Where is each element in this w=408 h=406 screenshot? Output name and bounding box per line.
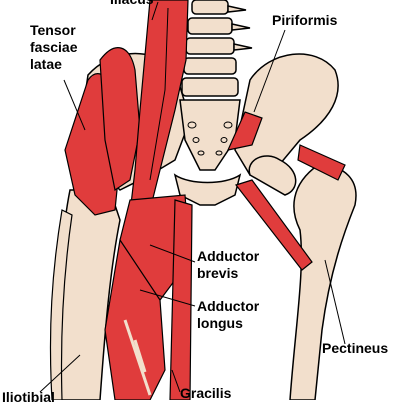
- adductor-brevis-label: Adductor brevis: [197, 248, 259, 282]
- right-hip-muscle-band: [297, 144, 346, 181]
- adductor-longus-line-1: Adductor: [197, 298, 260, 314]
- tensor-label-line-3: latae: [30, 56, 62, 72]
- right-femur-bone: [289, 164, 357, 400]
- iliacus-muscle: [99, 47, 141, 191]
- pectineus-label: Pectineus: [322, 340, 389, 356]
- adductor-strip-lines: [123, 319, 152, 396]
- iliotibial-band: [49, 209, 73, 400]
- gracilis-muscle: [169, 199, 193, 400]
- iliotibial-label: Iliotibial: [2, 389, 55, 405]
- pubic-symphysis: [173, 173, 242, 206]
- adductor-longus-label: Adductor longus: [197, 298, 259, 332]
- lumbar-vertebrae: [181, 0, 253, 97]
- psoas-edge-line: [149, 7, 169, 181]
- gracilis-label: Gracilis: [180, 385, 232, 401]
- piriformis-label: Piriformis: [272, 12, 338, 28]
- tensor-fasciae-latae-label: Tensor fasciae latae: [30, 22, 77, 73]
- right-femur-head: [248, 155, 297, 196]
- sacrum-bone: [179, 99, 241, 171]
- right-ilium-bone: [234, 53, 339, 176]
- tensor-label-line-1: Tensor: [30, 22, 76, 38]
- piriformis-muscle: [226, 111, 263, 151]
- pectineus-muscle: [234, 179, 313, 271]
- tensor-label-line-2: fasciae: [30, 39, 78, 55]
- adductor-longus-line-2: longus: [197, 315, 243, 331]
- adductor-longus-muscle: [104, 238, 166, 400]
- adductor-brevis-line-1: Adductor: [197, 248, 260, 264]
- leader-lines: [39, 1, 346, 393]
- iliacus-label: Iliacus: [110, 0, 154, 8]
- sacral-foramina: [187, 121, 233, 156]
- adductor-brevis-line-2: brevis: [197, 265, 239, 281]
